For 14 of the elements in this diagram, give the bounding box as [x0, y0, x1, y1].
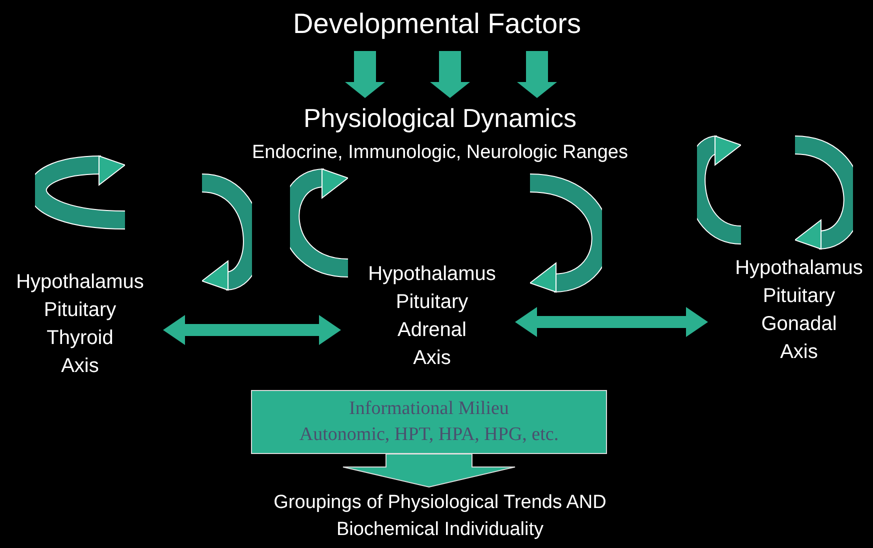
heading-text: Physiological Dynamics: [303, 102, 577, 135]
block-arrow: [163, 315, 341, 345]
result-text: Groupings of Physiological Trends AND Biochemical Individuality: [272, 491, 608, 542]
block-arrow: [517, 51, 557, 98]
axis-label: Hypothalamus Pituitary Thyroid Axis: [15, 270, 145, 379]
block-arrow: [345, 51, 385, 98]
block-arrow: [342, 454, 516, 488]
axis-label: Hypothalamus Pituitary Adrenal Axis: [367, 262, 497, 371]
info-box: Informational Milieu Autonomic, HPT, HPA, HPG, etc.: [251, 390, 607, 454]
block-arrow: [430, 51, 470, 98]
axis-label: Hypothalamus Pituitary Gonadal Axis: [734, 256, 864, 365]
subheading-text: Endocrine, Immunologic, Neurologic Ranges: [252, 141, 628, 165]
block-arrow: [515, 307, 708, 337]
title-text: Developmental Factors: [293, 7, 581, 41]
